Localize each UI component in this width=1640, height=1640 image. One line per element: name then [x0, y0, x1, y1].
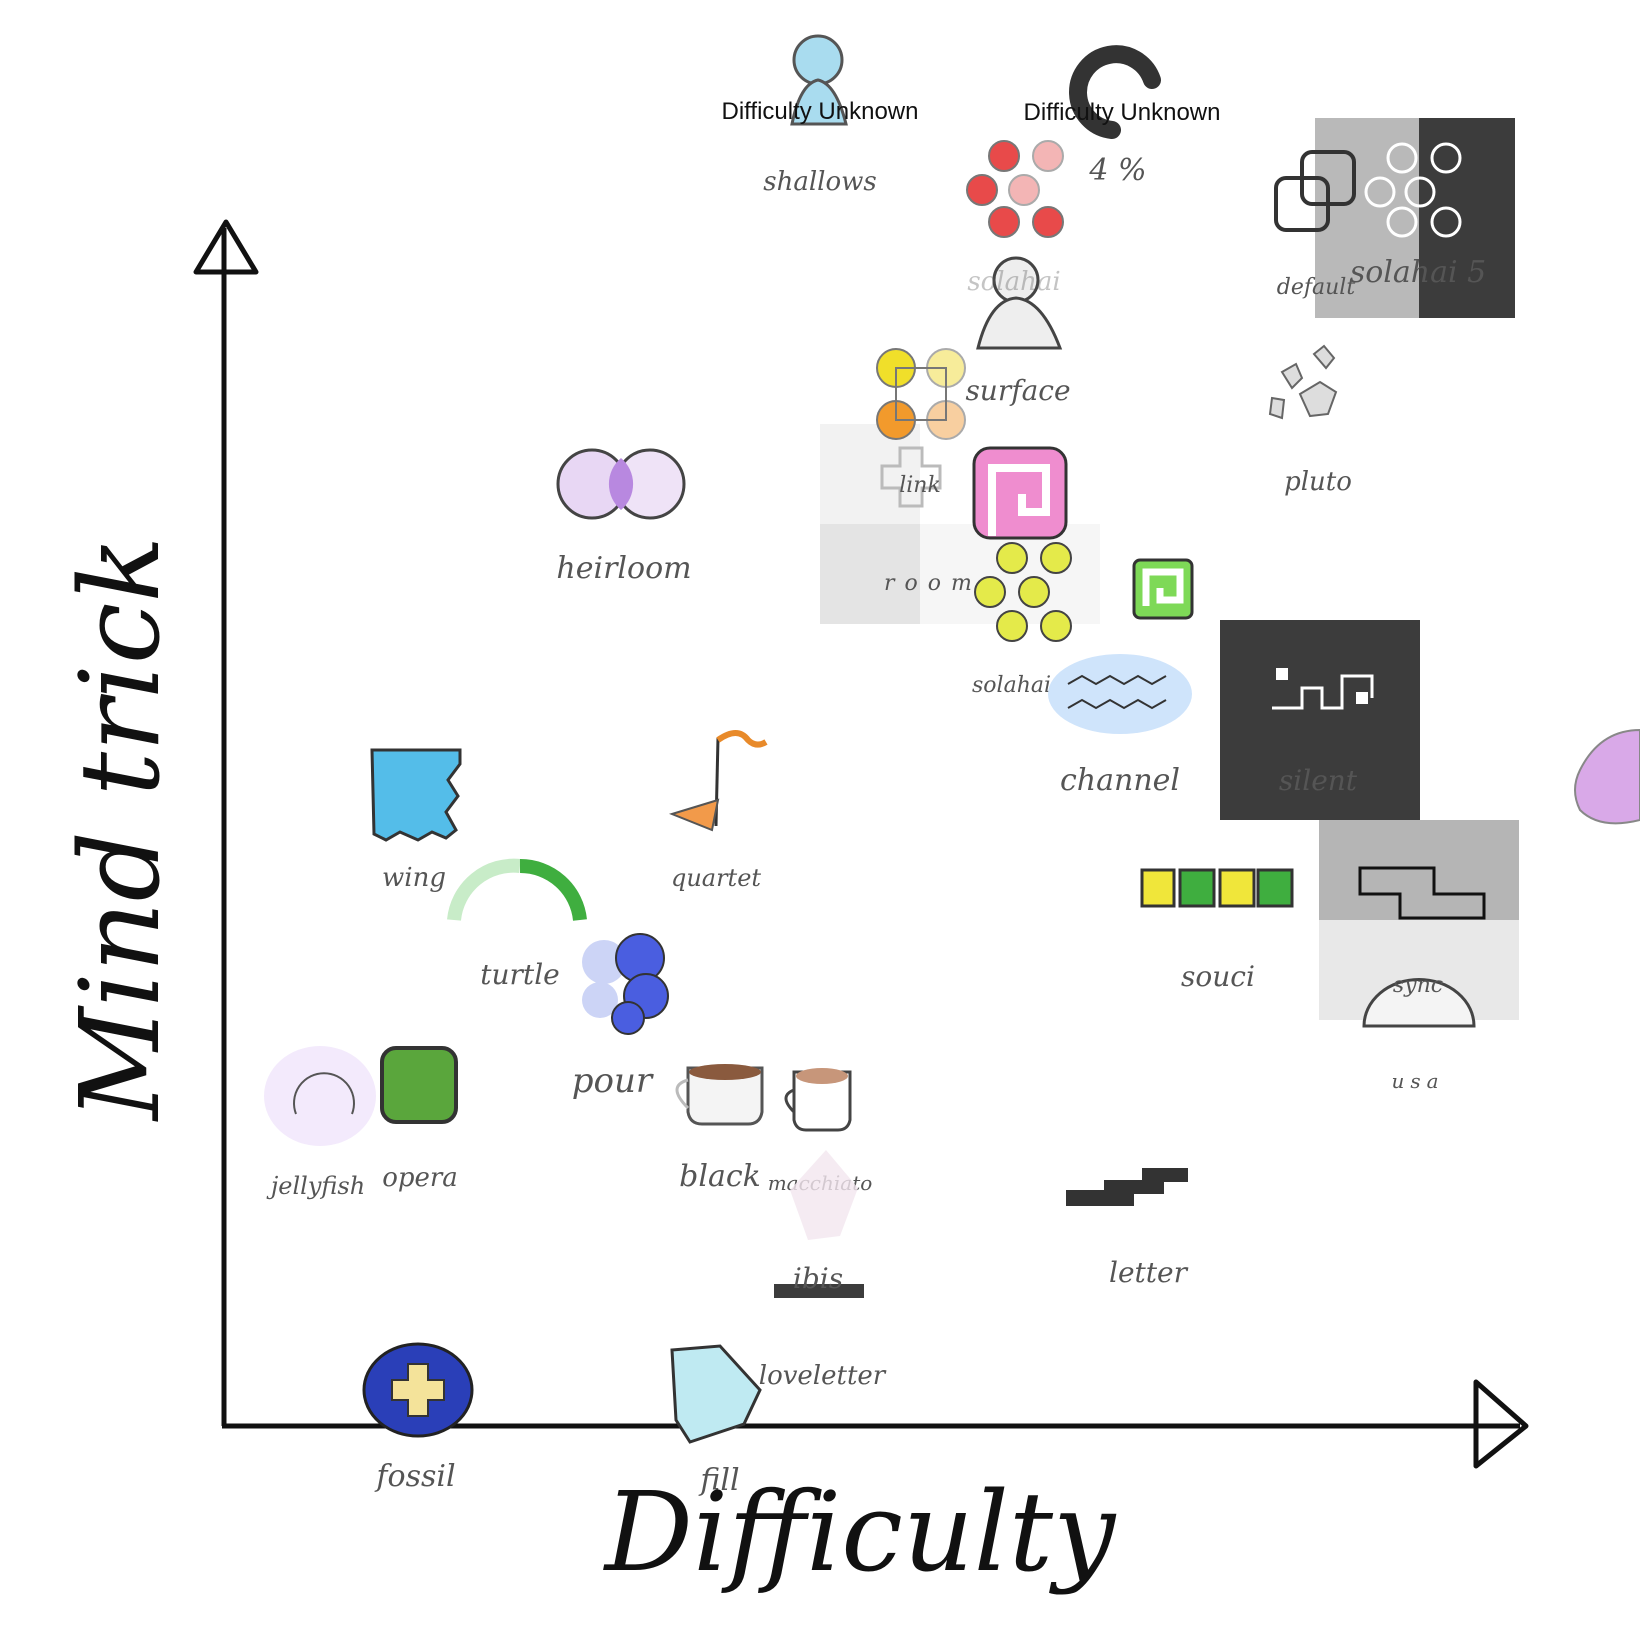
game-label: shallows [763, 167, 876, 197]
game-label: souci [1181, 960, 1255, 993]
yellow-dots-icon [974, 542, 1072, 642]
game-label: black [679, 1159, 761, 1194]
game-pluto[interactable]: pluto [1268, 344, 1352, 497]
ring-dots-icon [1364, 142, 1462, 238]
game-label: pluto [1284, 467, 1352, 497]
game-ibis[interactable]: ibis [774, 1150, 864, 1298]
pawn-icon [790, 34, 848, 126]
coffee-cup-icon [675, 1064, 764, 1126]
wave-cloud-icon [1048, 654, 1192, 734]
spiral-icon [1069, 45, 1161, 139]
y-axis-label: Mind trick [56, 536, 184, 1122]
block-outline-icon [1358, 866, 1486, 920]
game-label: pour [572, 1061, 654, 1101]
game-label: opera [382, 1163, 458, 1193]
pink-spiral-tile[interactable] [972, 446, 1068, 540]
wing-icon [370, 748, 462, 842]
pale-pawn-icon [976, 256, 1063, 350]
game-souci[interactable]: souci [1140, 868, 1294, 993]
jellyfish-icon [264, 1046, 376, 1146]
room-tile-bg-2 [920, 524, 1100, 624]
x-axis-label: Difficulty [603, 1468, 1117, 1596]
green-block-icon [380, 1046, 458, 1124]
flower-icon [582, 933, 669, 1035]
plus-disc-icon [362, 1342, 474, 1438]
arc-icon [447, 858, 521, 921]
game-label: surface [965, 374, 1070, 407]
partial-purple-blob [1574, 728, 1640, 825]
game-label: silent [1279, 764, 1358, 797]
game-usa[interactable]: usa [1391, 1069, 1444, 1093]
red-dots-icon [966, 140, 1064, 238]
game-channel[interactable]: channel [1048, 654, 1192, 798]
silent-path-icon [1272, 674, 1374, 710]
game-shallows[interactable]: Difficulty Unknown shallows [722, 34, 919, 197]
game-label: quartet [671, 864, 761, 892]
game-label: fill [698, 1463, 739, 1498]
stair-bar-icon [1066, 1168, 1188, 1206]
game-turtle[interactable]: turtle [447, 858, 587, 991]
game-label: usa [1391, 1069, 1444, 1093]
game-surface[interactable]: surface [876, 348, 1071, 440]
cross-outline-icon [880, 446, 942, 508]
game-solahai-5[interactable]: solahai 5 [1350, 142, 1486, 290]
game-wing[interactable]: wing [370, 748, 462, 893]
game-link[interactable]: link [880, 446, 942, 508]
fill-shape-icon [670, 1344, 762, 1444]
game-fossil[interactable]: fossil [362, 1342, 474, 1494]
game-label: loveletter [759, 1361, 887, 1391]
game-sync[interactable]: sync [1358, 866, 1486, 1028]
game-label: solahai 5 [1350, 255, 1486, 290]
silent-tile-bg [1220, 620, 1420, 820]
squares-icon [1274, 150, 1356, 232]
game-unknown-spiral[interactable]: Difficulty Unknown [1024, 45, 1221, 139]
game-room[interactable]: room [884, 571, 982, 596]
latte-cup-icon [784, 1068, 852, 1132]
game-label: ibis [793, 1262, 843, 1295]
game-label: turtle [480, 958, 559, 991]
difficulty-unknown-label-2: Difficulty Unknown [1024, 99, 1221, 126]
difficulty-unknown-label: Difficulty Unknown [722, 98, 919, 125]
room-tile-bg [820, 524, 920, 624]
game-label: room [884, 571, 982, 596]
game-letter[interactable]: letter [1066, 1168, 1189, 1289]
connected-nodes-icon [876, 348, 966, 440]
green-spiral-tile[interactable] [1132, 558, 1194, 620]
game-fill[interactable]: fill [670, 1344, 762, 1498]
game-pour[interactable]: pour [572, 933, 669, 1101]
music-note-icon [668, 730, 768, 832]
game-label: fossil [374, 1459, 455, 1494]
puzzle-pieces-icon [1268, 344, 1338, 420]
game-label: wing [382, 863, 446, 893]
y-axis [193, 219, 259, 1426]
game-solahai[interactable]: 4 % solahai [966, 140, 1147, 350]
game-jellyfish[interactable]: jellyfish [264, 1046, 376, 1200]
ibis-icon [790, 1150, 858, 1240]
game-default[interactable]: default [1274, 150, 1356, 300]
game-heirloom[interactable]: heirloom [556, 448, 692, 586]
game-opera[interactable]: opera [380, 1046, 458, 1193]
game-label: solahai [967, 267, 1060, 297]
game-label: default [1277, 275, 1356, 300]
game-black[interactable]: black [675, 1064, 764, 1194]
game-quartet[interactable]: quartet [668, 730, 768, 892]
sync-tile-bg-top [1319, 820, 1519, 920]
dark-bar [774, 1284, 864, 1298]
game-label: link [899, 473, 941, 498]
venn-circles-icon [556, 448, 686, 520]
spiral-block-icon [972, 446, 1068, 540]
game-loveletter[interactable]: loveletter [759, 1361, 887, 1391]
game-label: channel [1060, 763, 1180, 798]
game-label: sync [1393, 973, 1443, 998]
percent-label: 4 % [1088, 153, 1146, 188]
letter-blocks-icon [1140, 868, 1294, 908]
game-label: heirloom [556, 551, 691, 586]
game-silent[interactable]: silent [1272, 668, 1374, 797]
game-label: letter [1109, 1256, 1189, 1289]
game-label: jellyfish [266, 1172, 365, 1200]
dome-icon [1362, 977, 1476, 1028]
